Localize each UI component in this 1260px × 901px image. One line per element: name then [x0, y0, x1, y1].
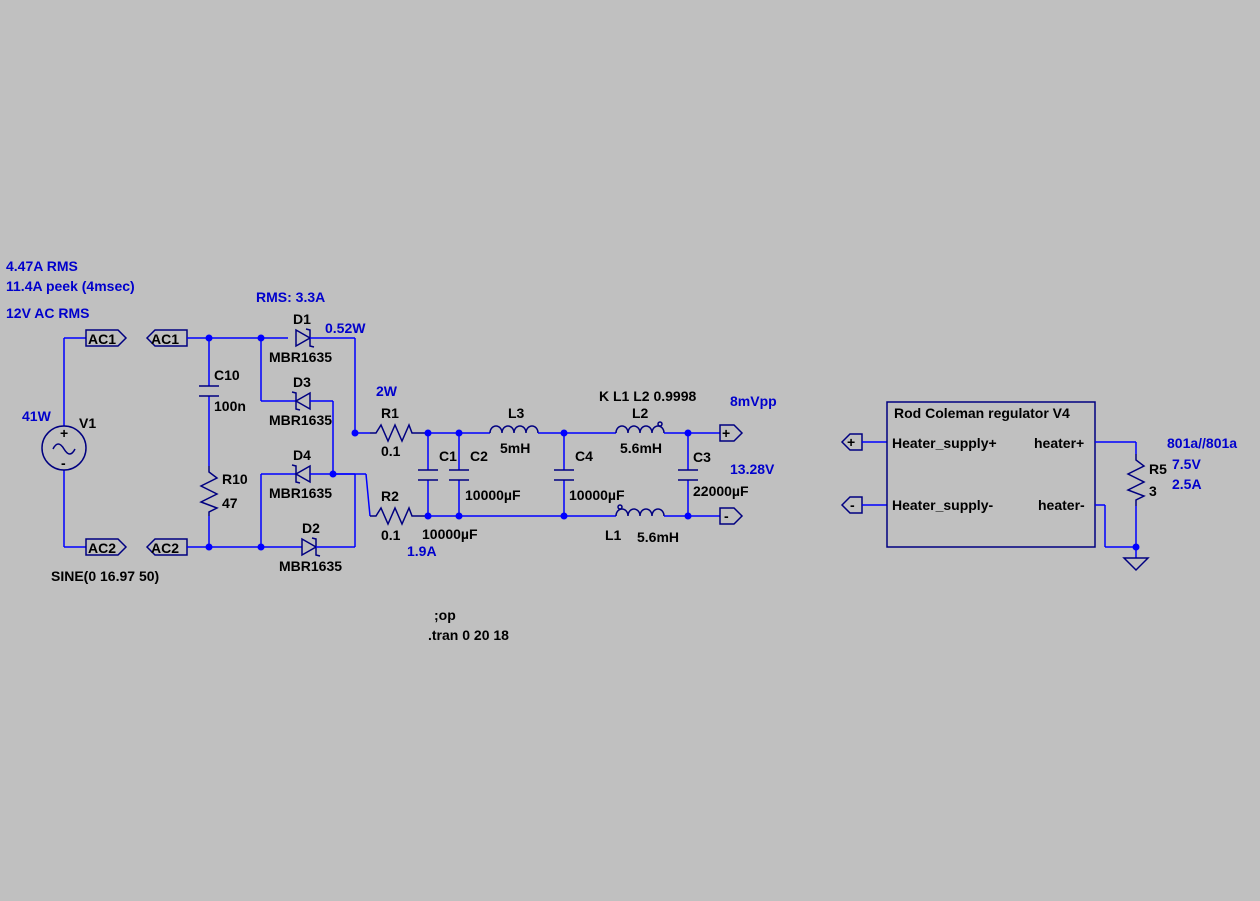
l1-name-label: L1: [605, 527, 622, 543]
r1-value-label: 0.1: [381, 443, 401, 459]
coupling-k-label: K L1 L2 0.9998: [599, 388, 696, 404]
op-directive[interactable]: ;op: [434, 607, 456, 623]
c3-name-label: C3: [693, 449, 711, 465]
c4-name-label: C4: [575, 448, 593, 464]
port-ac2-right-label: AC2: [151, 540, 179, 556]
capacitor-c4[interactable]: [554, 469, 574, 481]
l3-value-label: 5mH: [500, 440, 530, 456]
heater-tubes-annotation: 801a//801a: [1167, 435, 1237, 451]
l2-name-label: L2: [632, 405, 649, 421]
c1-name-label: C1: [439, 448, 457, 464]
d4-name-label: D4: [293, 447, 311, 463]
r2-value-label: 0.1: [381, 527, 401, 543]
port-minus-output-label: -: [724, 508, 729, 524]
port-minus-output[interactable]: -: [719, 507, 744, 525]
d3-value-label: MBR1635: [269, 412, 332, 428]
c10-value-label: 100n: [214, 398, 246, 414]
c2-value-label: 10000µF: [465, 487, 521, 503]
c2-name-label: C2: [470, 448, 488, 464]
resistor-current-annotation: 1.9A: [407, 543, 437, 559]
d4-value-label: MBR1635: [269, 485, 332, 501]
d3-name-label: D3: [293, 374, 311, 390]
c3-value-label: 22000µF: [693, 483, 749, 499]
inductor-l2[interactable]: [615, 421, 665, 434]
port-plus-input[interactable]: +: [840, 433, 863, 451]
regulator-pin-in-minus: Heater_supply-: [892, 497, 993, 513]
diode-d4[interactable]: [291, 464, 311, 484]
diode-power-annotation: 0.52W: [325, 320, 366, 336]
resistor-r5[interactable]: [1126, 454, 1146, 506]
heater-voltage-annotation: 7.5V: [1172, 456, 1201, 472]
resistor-power-annotation: 2W: [376, 383, 398, 399]
ground-symbol: [1122, 557, 1150, 572]
regulator-block[interactable]: [886, 401, 1096, 548]
port-plus-input-label: +: [847, 434, 855, 450]
port-minus-input-label: -: [850, 497, 855, 513]
d1-name-label: D1: [293, 311, 311, 327]
resistor-r10[interactable]: [199, 466, 219, 516]
inductor-l3[interactable]: [489, 425, 539, 434]
capacitor-c2[interactable]: [449, 469, 469, 481]
inductor-l1[interactable]: [615, 504, 665, 517]
l1-value-label: 5.6mH: [637, 529, 679, 545]
v1-value-label: SINE(0 16.97 50): [51, 568, 159, 584]
r10-name-label: R10: [222, 471, 248, 487]
r10-value-label: 47: [222, 495, 238, 511]
tran-directive[interactable]: .tran 0 20 18: [428, 627, 509, 643]
ripple-annotation: 8mVpp: [730, 393, 777, 409]
output-voltage-annotation: 13.28V: [730, 461, 775, 477]
regulator-pin-in-plus: Heater_supply+: [892, 435, 997, 451]
port-plus-output[interactable]: +: [719, 424, 744, 442]
source-rms-current-annotation: 4.47A RMS: [6, 258, 78, 274]
diode-rms-annotation: RMS: 3.3A: [256, 289, 325, 305]
port-ac1-right-label: AC1: [151, 331, 179, 347]
d1-value-label: MBR1635: [269, 349, 332, 365]
port-ac2-left-label: AC2: [88, 540, 116, 556]
r5-value-label: 3: [1149, 483, 1157, 499]
port-plus-output-label: +: [722, 425, 730, 441]
voltage-source-v1[interactable]: + -: [41, 337, 87, 548]
port-ac2-right[interactable]: AC2: [145, 538, 188, 556]
port-ac2-left[interactable]: AC2: [85, 538, 128, 556]
diode-d3[interactable]: [291, 391, 311, 411]
r5-name-label: R5: [1149, 461, 1167, 477]
port-minus-input[interactable]: -: [840, 496, 863, 514]
regulator-title: Rod Coleman regulator V4: [894, 405, 1070, 421]
regulator-pin-out-minus: heater-: [1038, 497, 1085, 513]
port-ac1-right[interactable]: AC1: [145, 329, 188, 347]
r1-name-label: R1: [381, 405, 399, 421]
source-voltage-annotation: 12V AC RMS: [6, 305, 90, 321]
capacitor-c3[interactable]: [678, 469, 698, 481]
v1-name-label: V1: [79, 415, 96, 431]
minus-sign: -: [61, 455, 66, 471]
heater-current-annotation: 2.5A: [1172, 476, 1202, 492]
c10-name-label: C10: [214, 367, 240, 383]
source-peak-current-annotation: 11.4A peek (4msec): [6, 278, 135, 294]
source-power-annotation: 41W: [22, 408, 52, 424]
c1-value-label: 10000µF: [422, 526, 478, 542]
r2-name-label: R2: [381, 488, 399, 504]
c4-value-label: 10000µF: [569, 487, 625, 503]
l3-name-label: L3: [508, 405, 525, 421]
d2-value-label: MBR1635: [279, 558, 342, 574]
regulator-pin-out-plus: heater+: [1034, 435, 1084, 451]
plus-sign: +: [60, 425, 68, 441]
d2-name-label: D2: [302, 520, 320, 536]
resistor-r2[interactable]: [370, 506, 428, 526]
resistor-r1[interactable]: [370, 423, 428, 443]
port-ac1-left[interactable]: AC1: [85, 329, 128, 347]
capacitor-c10[interactable]: [199, 385, 219, 397]
l2-value-label: 5.6mH: [620, 440, 662, 456]
port-ac1-left-label: AC1: [88, 331, 116, 347]
capacitor-c1[interactable]: [418, 469, 438, 481]
